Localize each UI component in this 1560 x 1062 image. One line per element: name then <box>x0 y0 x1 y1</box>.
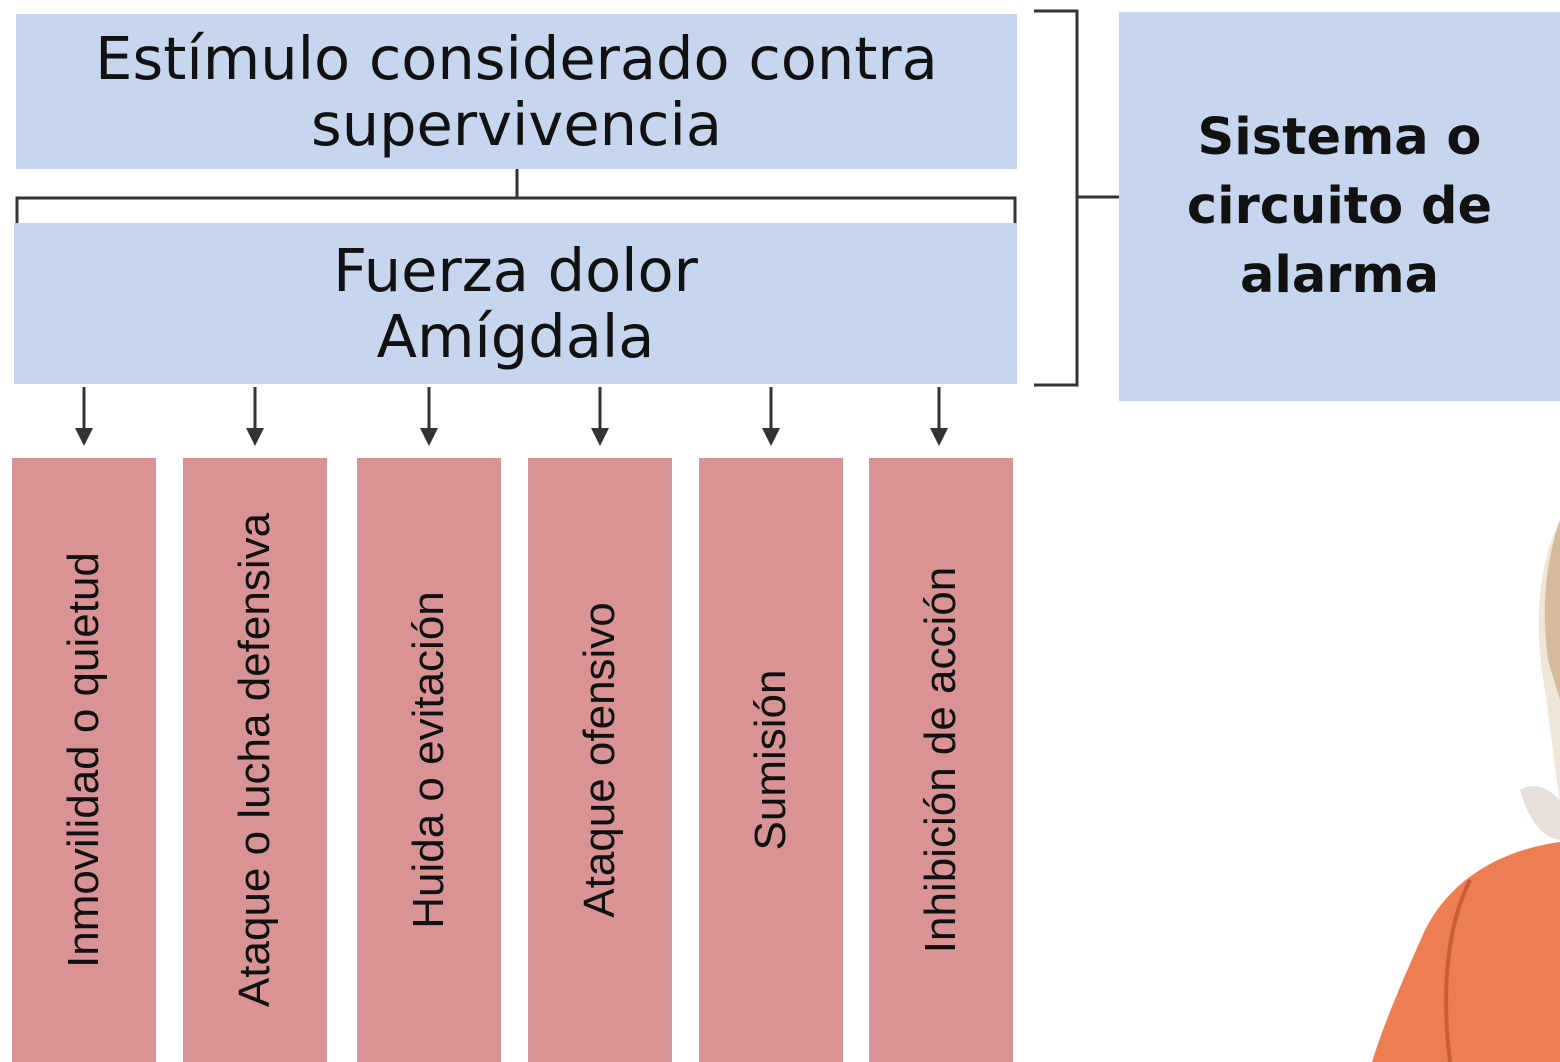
response-label: Ataque o lucha defensiva <box>230 512 279 1008</box>
down-arrow-icon <box>246 387 264 446</box>
amygdala-line-2: Amígdala <box>376 301 655 371</box>
response-label: Ataque ofensivo <box>575 602 624 918</box>
stimulus-line-2: supervivencia <box>310 89 723 159</box>
response-box: Ataque o lucha defensiva <box>183 458 327 1062</box>
alarm-line-2: circuito de <box>1186 177 1493 236</box>
stimulus-box: Estímulo considerado contra supervivenci… <box>16 14 1017 169</box>
down-arrow-icon <box>420 387 438 446</box>
response-box: Inhibición de acción <box>869 458 1013 1062</box>
alarm-system-box: Sistema o circuito de alarma <box>1119 12 1560 401</box>
down-arrow-icon <box>762 387 780 446</box>
alarm-line-3: alarma <box>1239 246 1440 305</box>
response-box: Sumisión <box>699 458 843 1062</box>
response-label: Inhibición de acción <box>916 566 965 954</box>
down-arrow-icon <box>930 387 948 446</box>
down-arrow-icon <box>75 387 93 446</box>
alarm-line-1: Sistema o <box>1197 108 1482 167</box>
response-box: Huida o evitación <box>357 458 501 1062</box>
amygdala-line-1: Fuerza dolor <box>333 235 698 305</box>
down-arrow-icon <box>591 387 609 446</box>
amygdala-box: Fuerza dolor Amígdala <box>14 223 1017 384</box>
response-box: Inmovilidad o quietud <box>12 458 156 1062</box>
person-photo <box>1372 520 1560 1062</box>
stimulus-line-1: Estímulo considerado contra <box>95 23 938 93</box>
response-label: Sumisión <box>746 669 795 851</box>
response-label: Inmovilidad o quietud <box>59 552 108 968</box>
response-label: Huida o evitación <box>404 591 453 929</box>
response-box: Ataque ofensivo <box>528 458 672 1062</box>
